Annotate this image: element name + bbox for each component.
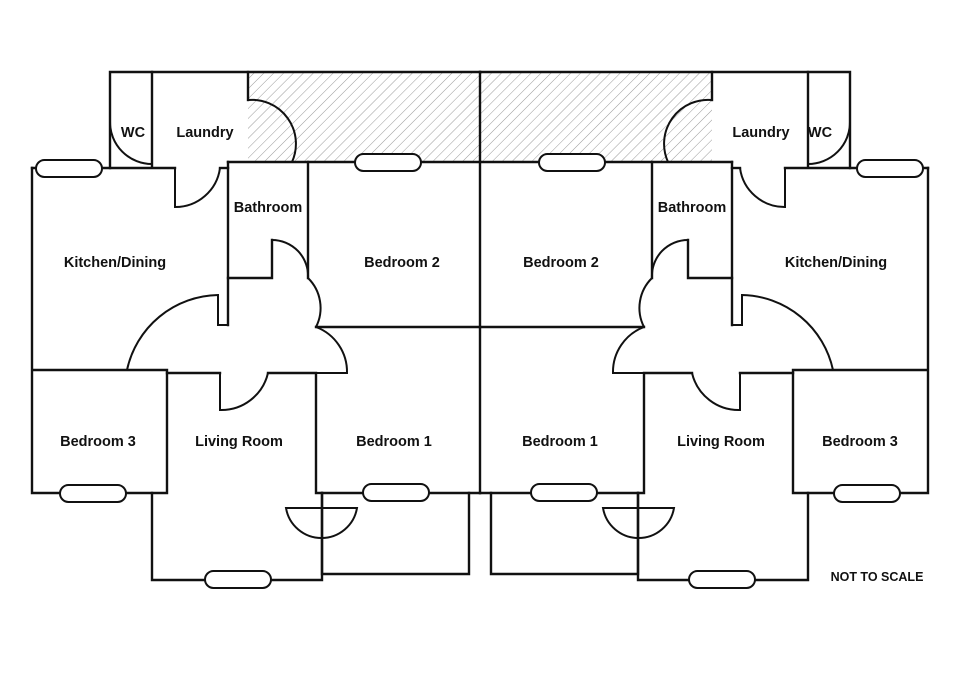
- right-kitchen-laundry-door: [739, 167, 786, 209]
- right-bedroom2-label: Bedroom 2: [523, 255, 599, 271]
- left-bed2-door: [307, 277, 322, 328]
- right-kitchen-window: [856, 159, 924, 178]
- right-laundry-label: Laundry: [732, 125, 789, 141]
- right-kitchen-door: [732, 293, 834, 371]
- right-bathroom-label: Bathroom: [658, 200, 726, 216]
- right-wc-door: [807, 121, 851, 165]
- right-living-label: Living Room: [677, 434, 765, 450]
- right-bedroom3-label: Bedroom 3: [822, 434, 898, 450]
- left-laundry-walls: [108, 70, 482, 170]
- right-living-walls: [636, 491, 810, 582]
- left-front-door: [284, 507, 359, 539]
- left-unit: [30, 70, 482, 589]
- left-laundry-label: Laundry: [176, 125, 233, 141]
- left-wc-label: WC: [121, 125, 146, 141]
- left-living-window: [204, 570, 272, 589]
- left-wc-door: [109, 121, 153, 165]
- left-bed1-door: [315, 326, 349, 374]
- left-annex: [320, 491, 471, 576]
- right-unit: [478, 70, 930, 589]
- left-laundry-door: [247, 98, 297, 163]
- right-bed1-window: [530, 483, 598, 502]
- left-living-label: Living Room: [195, 434, 283, 450]
- right-bed3-window: [833, 484, 901, 503]
- left-bed1-window: [362, 483, 430, 502]
- not-to-scale-note: NOT TO SCALE: [831, 570, 924, 584]
- left-living-walls: [150, 491, 324, 582]
- right-living-door: [691, 372, 741, 412]
- left-kitchen-laundry-door: [174, 167, 221, 209]
- left-bath-door: [271, 238, 310, 279]
- right-laundry-door: [663, 98, 713, 163]
- right-hall-right: [478, 371, 694, 495]
- right-bed2-door: [638, 277, 653, 328]
- left-bathroom-label: Bathroom: [234, 200, 302, 216]
- left-bed3-window: [59, 484, 127, 503]
- left-kitchen-walls: [30, 166, 169, 495]
- right-laundry-walls: [478, 70, 852, 170]
- left-bed2-window: [354, 153, 422, 172]
- right-front-door: [601, 507, 676, 539]
- right-bath-bottom: [686, 238, 734, 280]
- courtyard-right: [480, 72, 712, 162]
- left-kitchen-window: [35, 159, 103, 178]
- right-kitchen-label: Kitchen/Dining: [785, 255, 887, 271]
- right-bedroom1-label: Bedroom 1: [522, 434, 598, 450]
- right-wc-label: WC: [808, 125, 833, 141]
- right-bed1-door: [611, 326, 645, 374]
- left-hall-right: [266, 371, 482, 495]
- courtyard-left: [248, 72, 480, 162]
- right-kitchen-walls: [791, 166, 930, 495]
- left-kitchen-label: Kitchen/Dining: [64, 255, 166, 271]
- left-living-door: [219, 372, 269, 412]
- right-annex: [489, 491, 640, 576]
- left-bedroom2-label: Bedroom 2: [364, 255, 440, 271]
- right-bath-door: [650, 238, 689, 279]
- right-bed2-window: [538, 153, 606, 172]
- left-bedroom3-label: Bedroom 3: [60, 434, 136, 450]
- left-kitchen-door: [126, 293, 228, 371]
- right-living-window: [688, 570, 756, 589]
- left-bath-bottom: [226, 238, 274, 280]
- left-bedroom1-label: Bedroom 1: [356, 434, 432, 450]
